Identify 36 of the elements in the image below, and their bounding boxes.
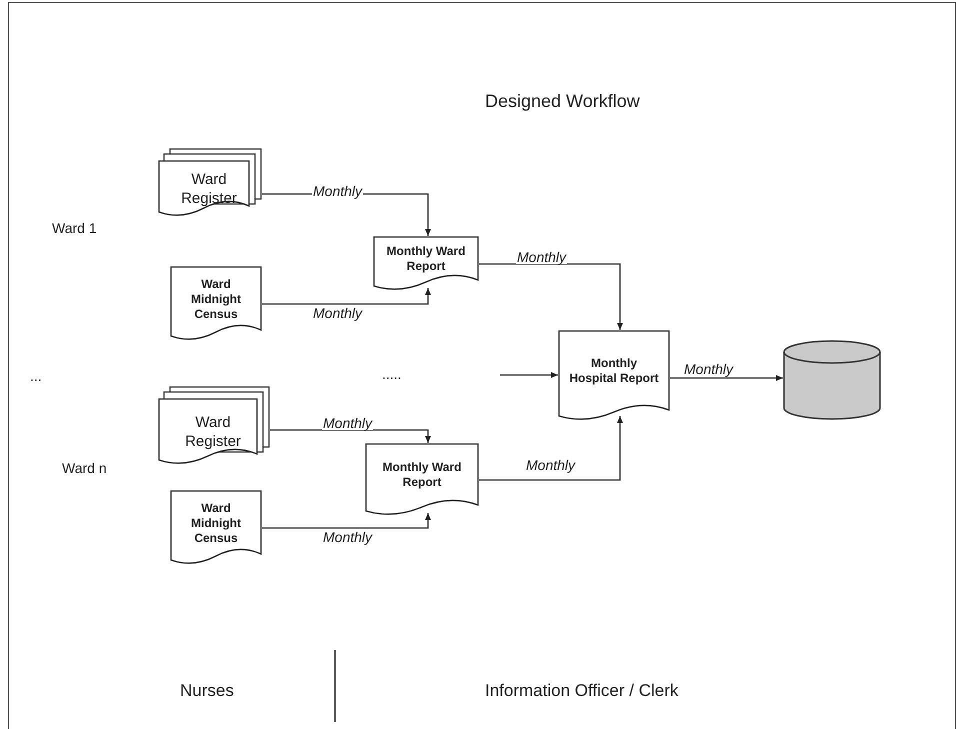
node-text: Ward Register bbox=[180, 171, 238, 209]
multi-document-shape bbox=[158, 148, 262, 218]
document-shape bbox=[365, 443, 479, 517]
arrow bbox=[270, 429, 431, 443]
node-text: Ward Midnight Census bbox=[190, 276, 242, 322]
arrow bbox=[262, 513, 431, 529]
node-text: Monthly Hospital Report bbox=[568, 356, 660, 386]
arrow bbox=[670, 375, 783, 381]
role-label: Information Officer / Clerk bbox=[485, 680, 678, 702]
diagram-title: Designed Workflow bbox=[485, 90, 640, 113]
node-text: Ward Register bbox=[184, 414, 242, 452]
edge-label: Monthly bbox=[516, 250, 568, 264]
role-label: Nurses bbox=[180, 680, 234, 702]
ellipsis: ..... bbox=[382, 365, 402, 384]
edge-label: Monthly bbox=[322, 416, 374, 430]
arrow bbox=[500, 372, 558, 378]
arrow bbox=[479, 263, 623, 330]
node-text: Monthly Ward Report bbox=[382, 460, 462, 490]
edge-label: Monthly bbox=[683, 362, 734, 376]
edge-label: Monthly bbox=[312, 184, 364, 198]
document-shape bbox=[558, 330, 670, 422]
row-label: Ward n bbox=[62, 459, 107, 478]
document-shape bbox=[170, 266, 262, 342]
row-label: Ward 1 bbox=[52, 219, 97, 238]
ellipsis: ... bbox=[30, 367, 42, 386]
arrow bbox=[262, 288, 431, 305]
node-text: Monthly Ward Report bbox=[386, 244, 466, 274]
node-text: Ward Midnight Census bbox=[190, 500, 242, 546]
database-cylinder bbox=[783, 340, 881, 420]
arrow bbox=[479, 416, 623, 481]
document-shape bbox=[373, 236, 479, 292]
edge-label: Monthly bbox=[525, 458, 576, 472]
edge-label: Monthly bbox=[312, 306, 364, 320]
document-shape bbox=[170, 490, 262, 566]
multi-document-shape bbox=[158, 386, 270, 466]
edge-label: Monthly bbox=[322, 530, 374, 544]
